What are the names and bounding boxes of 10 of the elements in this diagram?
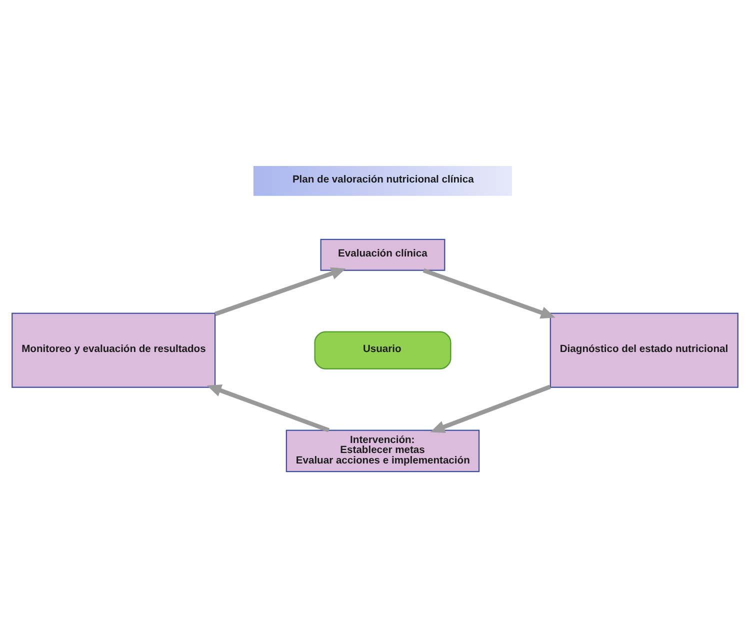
arrow [206,384,330,432]
node-box: Plan de valoración nutricional clínica [252,164,514,197]
arrow [430,384,551,433]
node-box: Diagnóstico del estado nutricional [550,312,738,388]
arrow [422,268,556,319]
node-box: Intervención: Establecer metas Evaluar acciones e implementación [286,430,480,472]
node-box: Monitoreo y evaluación de resultados [12,312,216,388]
node-box: Usuario [314,331,452,370]
node-box: Evaluación clínica [320,238,446,271]
arrow [214,267,346,316]
